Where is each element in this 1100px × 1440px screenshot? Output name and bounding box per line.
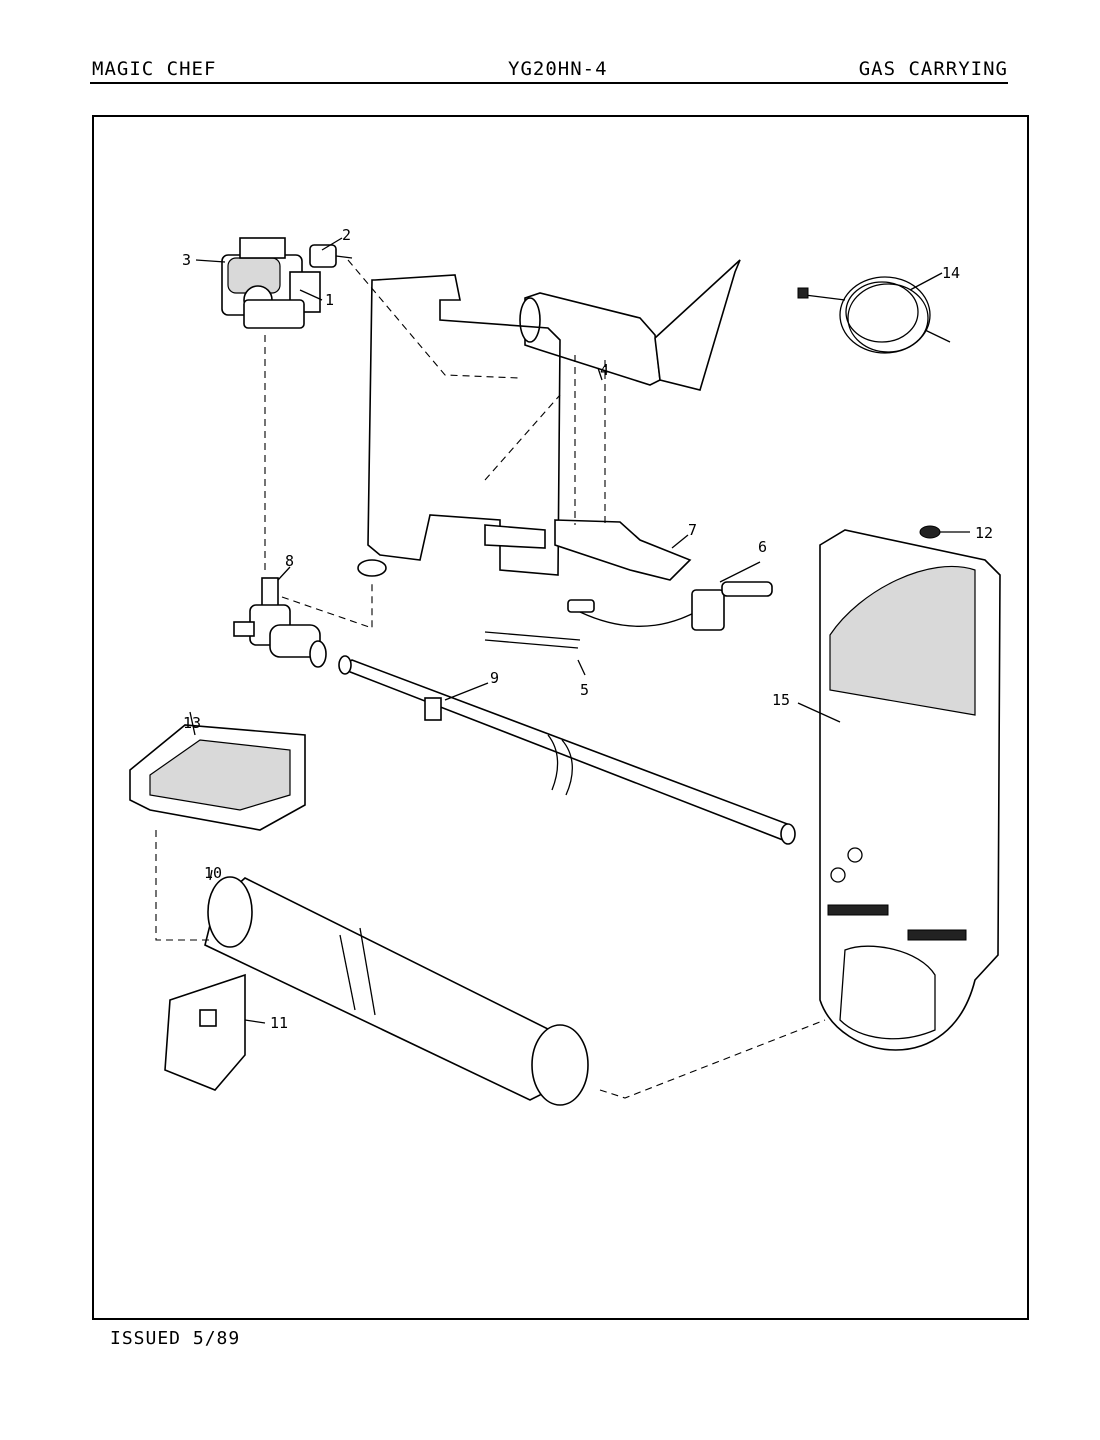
callout-labels: 1 2 3 4 5 6 7 8 9 10 11 12 13 14 15: [182, 226, 993, 1032]
gas-pipe-part: [338, 655, 796, 845]
wire-harness-part: [797, 276, 951, 354]
burner-part: [519, 259, 741, 391]
callout-9: 9: [490, 669, 499, 687]
assembly-lines: [155, 259, 826, 1099]
igniter-part: [567, 581, 773, 631]
diagram-frame: [92, 115, 1029, 1320]
combustion-tube-part: [204, 876, 589, 1106]
leader-lines: [189, 237, 970, 1024]
callout-3: 3: [182, 251, 191, 269]
section-title: GAS CARRYING: [858, 58, 1008, 80]
callout-13: 13: [183, 714, 201, 732]
callout-2: 2: [342, 226, 351, 244]
callout-14: 14: [942, 264, 960, 282]
header-rule: [90, 82, 1008, 84]
callout-8: 8: [285, 552, 294, 570]
callout-12: 12: [975, 524, 993, 542]
callout-11: 11: [270, 1014, 288, 1032]
model-number: YG20HN-4: [508, 58, 608, 80]
tube-support-part: [164, 973, 246, 1091]
gas-valve-part: [221, 237, 353, 329]
callout-15: 15: [772, 691, 790, 709]
burner-bracket-part: [357, 274, 692, 649]
callout-6: 6: [758, 538, 767, 556]
callout-7: 7: [688, 521, 697, 539]
heat-shield-part: [819, 529, 1001, 1051]
grommet-part: [919, 525, 941, 539]
issued-date: ISSUED 5/89: [110, 1328, 241, 1349]
callout-10: 10: [204, 864, 222, 882]
bracket-part: [129, 724, 306, 831]
callout-1: 1: [325, 291, 334, 309]
callout-4: 4: [600, 361, 609, 379]
callout-5: 5: [580, 681, 589, 699]
brand-name: MAGIC CHEF: [92, 58, 217, 80]
valve-fitting-part: [233, 577, 327, 668]
